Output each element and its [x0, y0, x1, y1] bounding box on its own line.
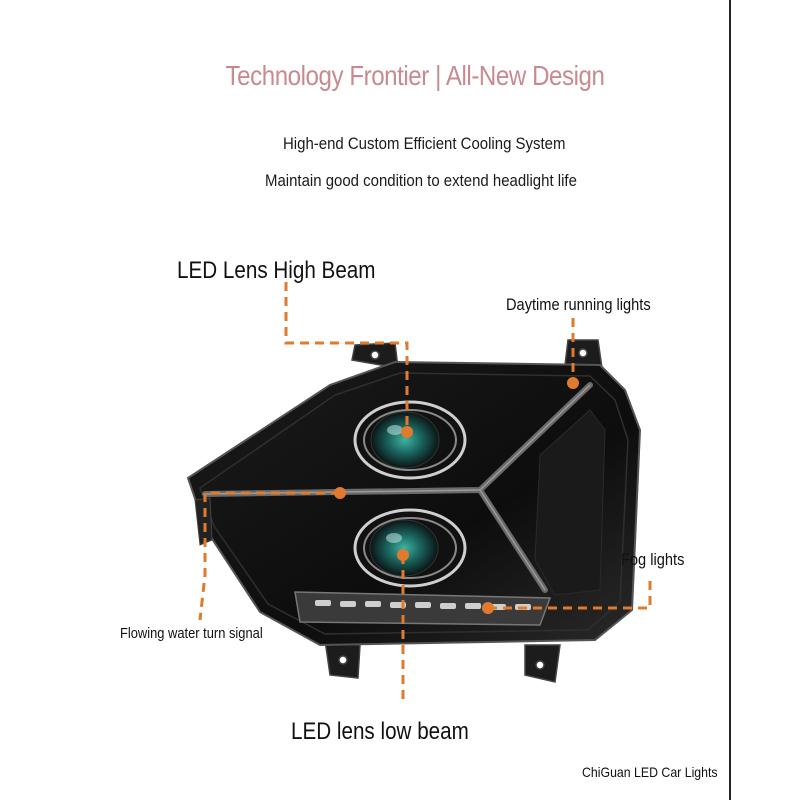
high-beam-projector [353, 400, 467, 480]
label-low-beam: LED lens low beam [291, 718, 469, 745]
subtitle-life: Maintain good condition to extend headli… [265, 171, 577, 190]
subtitle-cooling: High-end Custom Efficient Cooling System [283, 134, 566, 153]
callout-dots [334, 377, 579, 614]
brand-caption: ChiGuan LED Car Lights [582, 764, 718, 780]
label-daytime-running-lights: Daytime running lights [506, 295, 651, 314]
fog-light-strip [294, 591, 552, 626]
label-turn-signal: Flowing water turn signal [120, 625, 263, 642]
low-beam-projector [353, 508, 467, 588]
page-title: Technology Frontier | All-New Design [225, 60, 605, 91]
label-fog-lights: Fog lights [621, 550, 685, 569]
mounting-tabs [324, 339, 603, 683]
label-high-beam: LED Lens High Beam [177, 257, 376, 284]
headlight-housing [186, 360, 642, 647]
callout-lines [198, 282, 652, 700]
vertical-divider-line [729, 0, 731, 800]
